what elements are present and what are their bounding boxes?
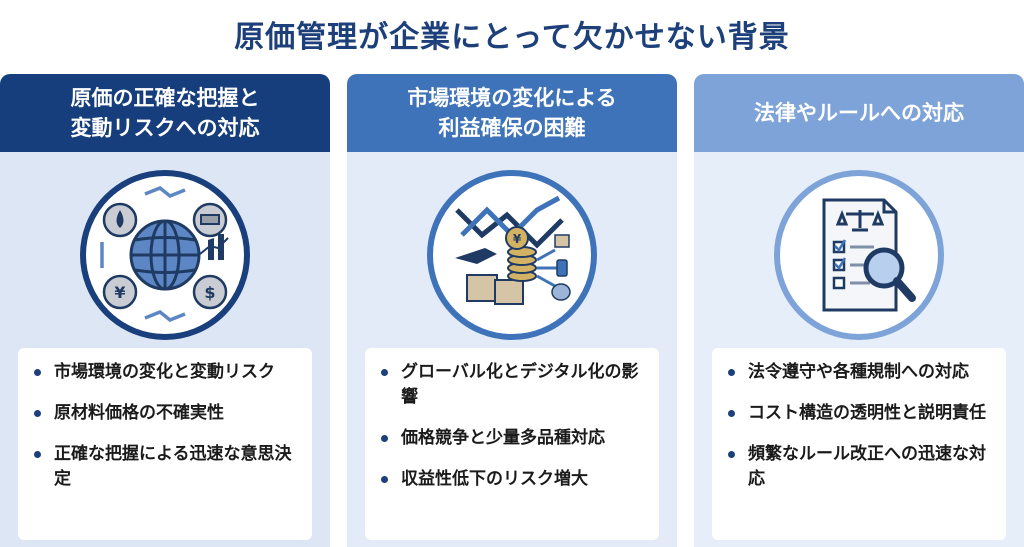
bullet-icon [728, 369, 735, 376]
point-list: 市場環境の変化と変動リスク 原材料価格の不確実性 正確な把握による迅速な意思決定 [18, 348, 312, 540]
bullet-icon [34, 451, 41, 458]
card-heading-line: 市場環境の変化による [407, 86, 617, 110]
list-item: 頻繁なルール改正への迅速な対応 [728, 442, 992, 492]
card-cost-grasp: 原価の正確な把握と 変動リスクへの対応 ¥ $ [0, 74, 330, 547]
card-market-change: 市場環境の変化による 利益確保の困難 ¥ [347, 74, 677, 547]
bullet-icon [381, 369, 388, 376]
svg-text:¥: ¥ [114, 283, 125, 302]
list-item: 価格競争と少量多品種対応 [381, 426, 645, 451]
list-item: グローバル化とデジタル化の影響 [381, 360, 645, 410]
svg-text:¥: ¥ [513, 232, 522, 246]
card-heading-line: 変動リスクへの対応 [70, 116, 260, 140]
bullet-icon [34, 369, 41, 376]
globe-commodities-icon: ¥ $ [80, 170, 250, 340]
card-heading: 原価の正確な把握と 変動リスクへの対応 [0, 74, 330, 152]
list-item: 市場環境の変化と変動リスク [34, 360, 298, 385]
bullet-icon [34, 410, 41, 417]
card-heading: 市場環境の変化による 利益確保の困難 [347, 74, 677, 152]
market-trend-coins-icon: ¥ [427, 170, 597, 340]
list-item: コスト構造の透明性と説明責任 [728, 401, 992, 426]
card-heading: 法律やルールへの対応 [694, 74, 1024, 152]
point-list: 法令遵守や各種規制への対応 コスト構造の透明性と説明責任 頻繁なルール改正への迅… [712, 348, 1006, 540]
bullet-icon [381, 476, 388, 483]
page-title: 原価管理が企業にとって欠かせない背景 [234, 20, 790, 55]
bullet-icon [381, 435, 388, 442]
point-list: グローバル化とデジタル化の影響 価格競争と少量多品種対応 収益性低下のリスク増大 [365, 348, 659, 540]
card-legal-compliance: 法律やルールへの対応 [694, 74, 1024, 547]
bullet-icon [728, 410, 735, 417]
list-item: 正確な把握による迅速な意思決定 [34, 442, 298, 492]
card-heading-line: 原価の正確な把握と [70, 86, 260, 110]
list-item: 法令遵守や各種規制への対応 [728, 360, 992, 385]
card-heading-line: 法律やルールへの対応 [754, 101, 964, 125]
list-item: 原材料価格の不確実性 [34, 401, 298, 426]
bullet-icon [728, 451, 735, 458]
card-heading-line: 利益確保の困難 [438, 116, 586, 140]
svg-text:$: $ [204, 283, 215, 302]
list-item: 収益性低下のリスク増大 [381, 467, 645, 492]
compliance-document-icon [774, 170, 944, 340]
